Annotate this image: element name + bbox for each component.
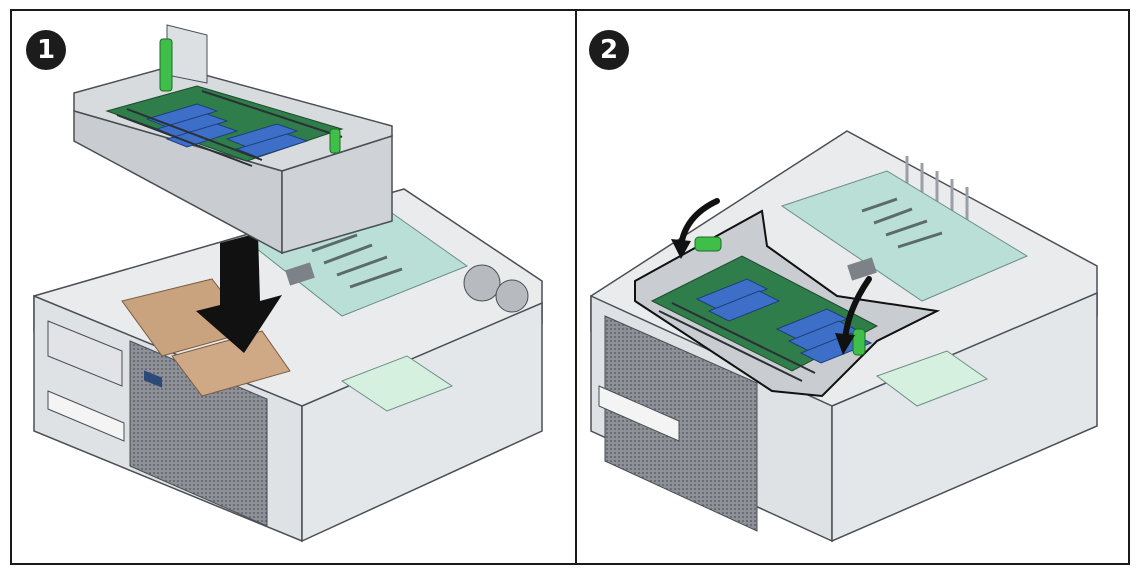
memory-riser-assembly (73, 24, 393, 255)
riser-latch-right (852, 328, 866, 356)
riser-latch-right (329, 128, 341, 154)
figure-frame (10, 9, 1130, 565)
riser-latch-left (694, 236, 722, 252)
step-2-panel: 2 (577, 11, 1128, 563)
step-2-illustration (590, 130, 1098, 543)
memory-riser-assembly (634, 209, 941, 398)
dimm-modules (116, 90, 343, 167)
step-1-panel: 1 (12, 11, 575, 563)
riser-latch-left (159, 38, 173, 92)
step-2-badge: 2 (589, 30, 629, 70)
step-1-badge: 1 (26, 30, 66, 70)
panel-divider (575, 9, 577, 565)
step-1-illustration (33, 24, 543, 543)
motherboard (780, 170, 1029, 407)
down-arrow-icon (196, 233, 282, 353)
